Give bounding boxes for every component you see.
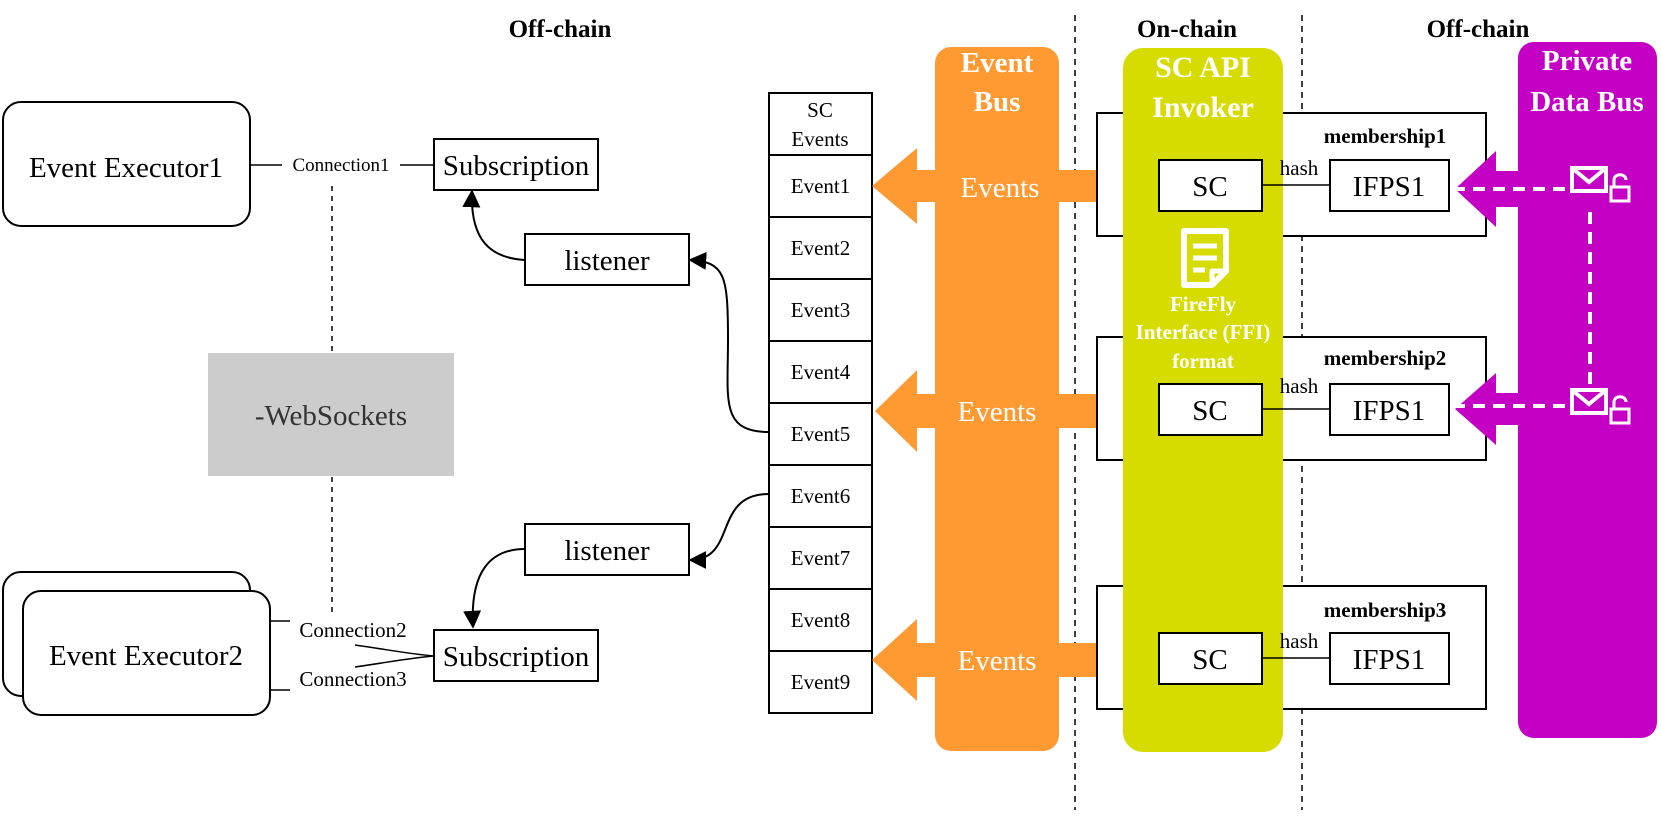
membership1-sc: [1158, 159, 1263, 212]
membership2-store-label: IFPS1: [1353, 395, 1426, 427]
sc-events-header-line2: Events: [791, 127, 848, 151]
membership3-sc-label: SC: [1192, 644, 1227, 676]
sc-event-label: Event2: [791, 236, 850, 260]
sc-event-row: [768, 402, 873, 466]
zone-label-right-offchain: Off-chain: [1427, 16, 1530, 43]
subscription-top: [433, 138, 599, 191]
arrow-event6-to-listener-bottom: [688, 493, 770, 569]
event-arrow-1-label: Events: [961, 172, 1040, 204]
membership3-sc: [1158, 632, 1263, 685]
document-icon: [1181, 228, 1229, 288]
membership3-store: [1329, 632, 1450, 685]
connection2-label: Connection2: [299, 618, 406, 642]
event-arrow-2-label: Events: [958, 396, 1037, 428]
membership2-hash-label: hash: [1280, 374, 1319, 398]
event-executor1-label: Event Executor1: [29, 152, 223, 184]
sc-event-label: Event6: [791, 484, 850, 508]
event-arrow-3: [872, 619, 1126, 701]
sc-event-row: [768, 650, 873, 714]
connection-merge: [354, 644, 435, 668]
zone-label-left-offchain: Off-chain: [509, 16, 612, 43]
event-executor2-label: Event Executor2: [49, 640, 243, 672]
membership2-title: membership2: [1324, 346, 1447, 370]
sc-events-table: Event1Event2Event3Event4Event5Event6Even…: [768, 154, 873, 714]
websockets-label: -WebSockets: [255, 400, 407, 432]
sc-event-row: [768, 464, 873, 528]
event-executor2: [22, 590, 271, 716]
membership1-sc-label: SC: [1192, 171, 1227, 203]
listener-top-label: listener: [564, 245, 650, 277]
membership2-store: [1329, 383, 1450, 436]
mail-lock-icon: [1570, 388, 1631, 425]
membership1-store-label: IFPS1: [1353, 171, 1426, 203]
event-executor1: [2, 101, 251, 227]
ffi-line2: Interface (FFI): [1136, 320, 1271, 344]
sc-event-label: Event5: [791, 422, 850, 446]
membership3-title: membership3: [1324, 598, 1447, 622]
mail-lock-icon: [1570, 166, 1631, 203]
private-bus-title-line1: Private: [1542, 45, 1632, 77]
private-bus-title-line2: Data Bus: [1530, 86, 1644, 118]
membership3-hash-label: hash: [1280, 629, 1319, 653]
membership1-hash-label: hash: [1280, 156, 1319, 180]
arrow-event5-to-listener-top: [688, 251, 770, 433]
sc-api-title-line2: Invoker: [1152, 91, 1254, 124]
listener-bottom: [524, 523, 690, 576]
event-bus-title-line2: Bus: [974, 86, 1021, 118]
listener-top: [524, 233, 690, 286]
membership1-title: membership1: [1324, 124, 1447, 148]
sc-event-label: Event8: [791, 608, 850, 632]
subscription-bottom-label: Subscription: [443, 641, 590, 673]
sc-event-row: [768, 340, 873, 404]
membership2-sc: [1158, 383, 1263, 436]
ffi-line3: format: [1172, 349, 1234, 373]
event-bus-title-line1: Event: [961, 47, 1034, 79]
arrow-listener-to-subscription-bottom: [463, 548, 526, 629]
sc-event-row: [768, 588, 873, 652]
websockets-box: [208, 353, 454, 476]
membership3-store-label: IFPS1: [1353, 644, 1426, 676]
sc-events-header-line1: SC: [807, 98, 833, 122]
listener-bottom-label: listener: [564, 535, 650, 567]
sc-event-row: [768, 216, 873, 280]
membership1-store: [1329, 159, 1450, 212]
sc-events-header: [768, 92, 873, 156]
subscription-top-label: Subscription: [443, 150, 590, 182]
sc-event-row: [768, 526, 873, 590]
connection3-label: Connection3: [299, 667, 406, 691]
ffi-line1: FireFly: [1170, 292, 1237, 316]
sc-event-label: Event4: [791, 360, 851, 384]
private-arrow-1: [1455, 151, 1520, 227]
membership2-sc-label: SC: [1192, 395, 1227, 427]
event-arrow-1: [872, 148, 1126, 224]
sc-event-label: Event1: [791, 174, 850, 198]
private-arrow-2: [1455, 373, 1520, 445]
event-arrow-3-label: Events: [958, 645, 1037, 677]
sc-event-label: Event9: [791, 670, 850, 694]
sc-event-label: Event7: [791, 546, 850, 570]
event-arrow-2: [875, 370, 1126, 452]
connection1-label: Connection1: [292, 155, 389, 176]
subscription-bottom: [433, 629, 599, 682]
zone-label-onchain: On-chain: [1137, 16, 1237, 43]
sc-api-title-line1: SC API: [1155, 51, 1251, 84]
sc-event-label: Event3: [791, 298, 850, 322]
arrow-listener-to-subscription-top: [462, 189, 526, 261]
